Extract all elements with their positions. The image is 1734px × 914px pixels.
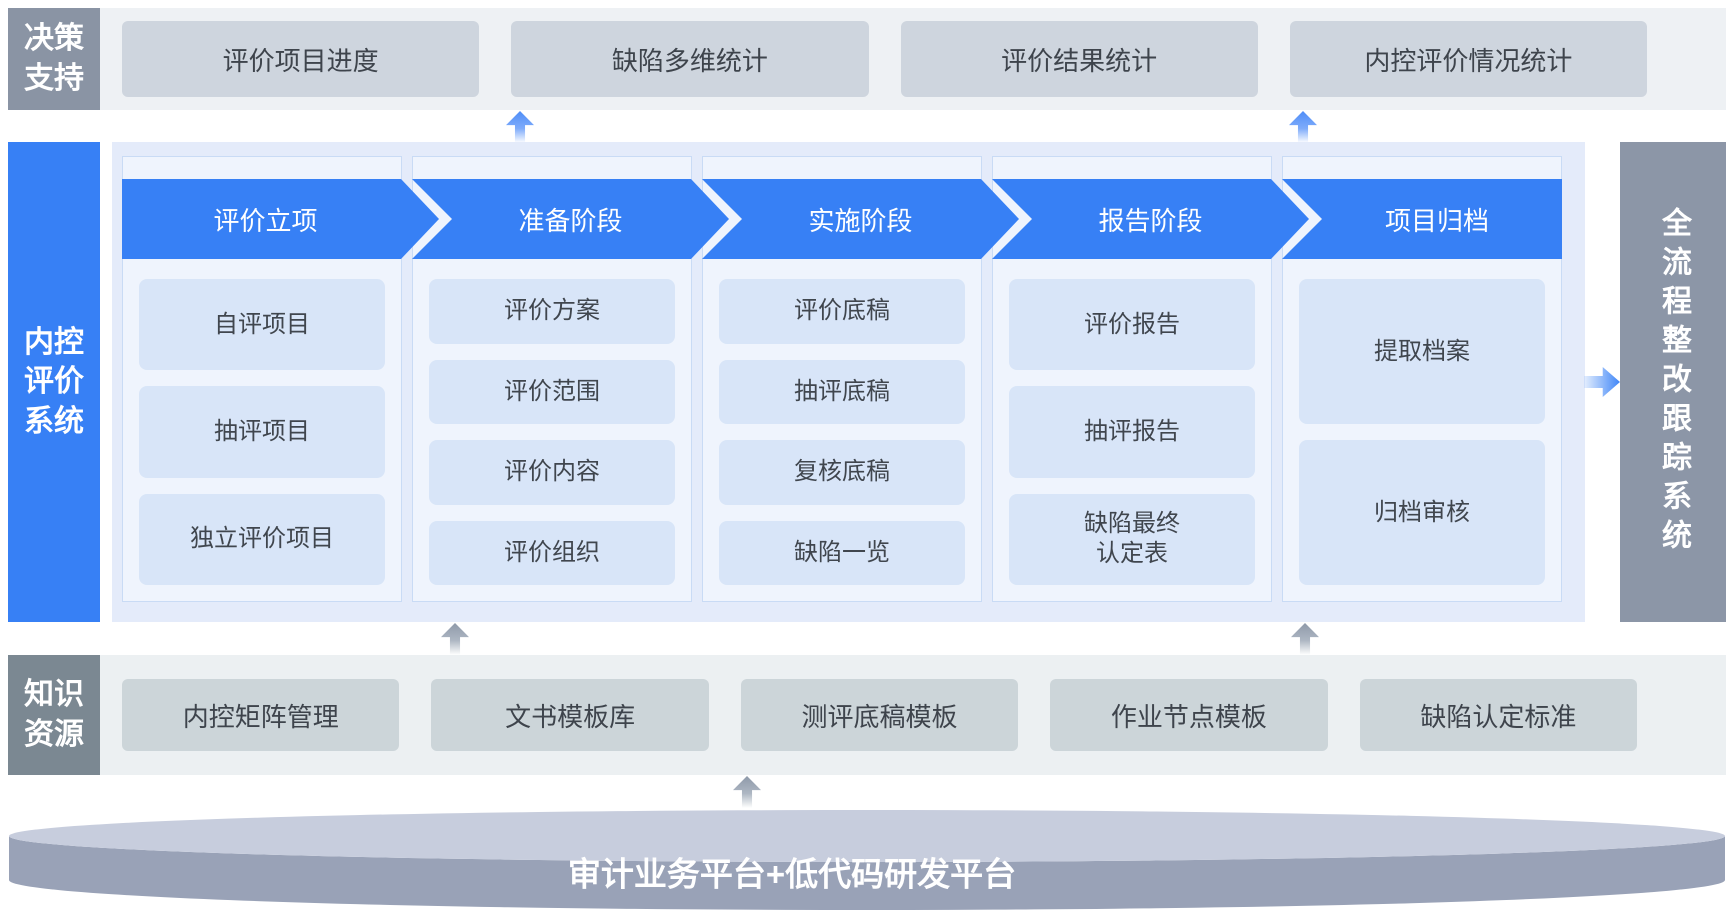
stage-item: 评价范围 <box>429 359 675 424</box>
stage-item: 评价报告 <box>1009 279 1255 371</box>
stage-item: 提取档案 <box>1299 279 1545 424</box>
evaluation-system-row: 内控 评价 系统 评价立项 自评项目 抽评项目 独立评价项目 准备阶段 评价方案… <box>8 142 1726 622</box>
knowledge-resources-body: 内控矩阵管理 文书模板库 测评底稿模板 作业节点模板 缺陷认定标准 <box>100 655 1726 775</box>
stage-item: 缺陷一览 <box>719 520 965 585</box>
stat-node-evaluation-stats: 内控评价情况统计 <box>1289 21 1647 97</box>
stage-item: 复核底稿 <box>719 440 965 505</box>
stage-header-chevron: 报告阶段 <box>992 179 1309 259</box>
middle-right-gap <box>1584 142 1620 622</box>
arrow-gap-top <box>8 110 1726 143</box>
stage-column-preparation: 准备阶段 评价方案 评价范围 评价内容 评价组织 <box>412 156 692 602</box>
platform-disk-shape <box>9 810 1725 910</box>
stage-header-chevron: 准备阶段 <box>412 179 729 259</box>
platform-label: 审计业务平台+低代码研发平台 <box>567 855 1017 893</box>
stage-items: 评价底稿 抽评底稿 复核底稿 缺陷一览 <box>719 279 965 585</box>
stage-items: 提取档案 归档审核 <box>1299 279 1545 585</box>
stage-items: 评价方案 评价范围 评价内容 评价组织 <box>429 279 675 585</box>
knowledge-node-defect-standards: 缺陷认定标准 <box>1359 679 1638 751</box>
stage-items: 自评项目 抽评项目 独立评价项目 <box>139 279 385 585</box>
knowledge-node-worknode-templates: 作业节点模板 <box>1050 679 1328 751</box>
stage-item: 独立评价项目 <box>139 493 385 585</box>
evaluation-process-panel: 评价立项 自评项目 抽评项目 独立评价项目 准备阶段 评价方案 评价范围 评价内… <box>112 142 1585 622</box>
stage-item: 抽评项目 <box>139 386 385 478</box>
stage-item: 归档审核 <box>1299 440 1545 585</box>
stage-item: 自评项目 <box>139 279 385 371</box>
stage-item: 缺陷最终 认定表 <box>1009 493 1255 585</box>
arrow-gap-middle <box>8 622 1726 655</box>
up-arrow-icon <box>1291 623 1319 655</box>
stage-column-initiation: 评价立项 自评项目 抽评项目 独立评价项目 <box>122 156 402 602</box>
knowledge-resources-row: 知识 资源 内控矩阵管理 文书模板库 测评底稿模板 作业节点模板 缺陷认定标准 <box>8 655 1726 775</box>
stage-item: 评价组织 <box>429 520 675 585</box>
stage-column-implementation: 实施阶段 评价底稿 抽评底稿 复核底稿 缺陷一览 <box>702 156 982 602</box>
stage-header-chevron: 项目归档 <box>1282 179 1562 259</box>
up-arrow-icon <box>733 776 761 808</box>
stat-node-defect-stats: 缺陷多维统计 <box>511 21 869 97</box>
stat-node-result-stats: 评价结果统计 <box>900 21 1258 97</box>
platform-disk: 审计业务平台+低代码研发平台 <box>0 808 1734 914</box>
knowledge-resources-label: 知识 资源 <box>8 655 100 775</box>
up-arrow-icon <box>441 623 469 655</box>
stage-column-reporting: 报告阶段 评价报告 抽评报告 缺陷最终 认定表 <box>992 156 1272 602</box>
knowledge-node-matrix: 内控矩阵管理 <box>122 679 400 751</box>
stage-item: 抽评报告 <box>1009 386 1255 478</box>
up-arrow-icon <box>506 111 534 143</box>
stage-item: 评价内容 <box>429 440 675 505</box>
stage-item: 抽评底稿 <box>719 359 965 424</box>
decision-support-body: 评价项目进度 缺陷多维统计 评价结果统计 内控评价情况统计 <box>100 8 1726 110</box>
stage-column-archiving: 项目归档 提取档案 归档审核 <box>1282 156 1562 602</box>
stage-item: 评价方案 <box>429 279 675 344</box>
knowledge-node-doc-templates: 文书模板库 <box>431 679 709 751</box>
stage-header-chevron: 实施阶段 <box>702 179 1019 259</box>
decision-support-row: 决策 支持 评价项目进度 缺陷多维统计 评价结果统计 内控评价情况统计 <box>8 8 1726 110</box>
evaluation-system-label: 内控 评价 系统 <box>8 142 100 622</box>
stage-columns: 评价立项 自评项目 抽评项目 独立评价项目 准备阶段 评价方案 评价范围 评价内… <box>122 156 1562 602</box>
decision-support-label: 决策 支持 <box>8 8 100 110</box>
tracking-system-bar: 全流程整改跟踪系统 <box>1620 142 1726 622</box>
stage-header-chevron: 评价立项 <box>122 179 439 259</box>
up-arrow-icon <box>1289 111 1317 143</box>
right-arrow-icon <box>1584 367 1620 397</box>
knowledge-node-workpaper-templates: 测评底稿模板 <box>740 679 1019 751</box>
stat-node-project-progress: 评价项目进度 <box>122 21 480 97</box>
arrow-gap-bottom <box>8 775 1726 808</box>
stage-item: 评价底稿 <box>719 279 965 344</box>
stage-items: 评价报告 抽评报告 缺陷最终 认定表 <box>1009 279 1255 585</box>
